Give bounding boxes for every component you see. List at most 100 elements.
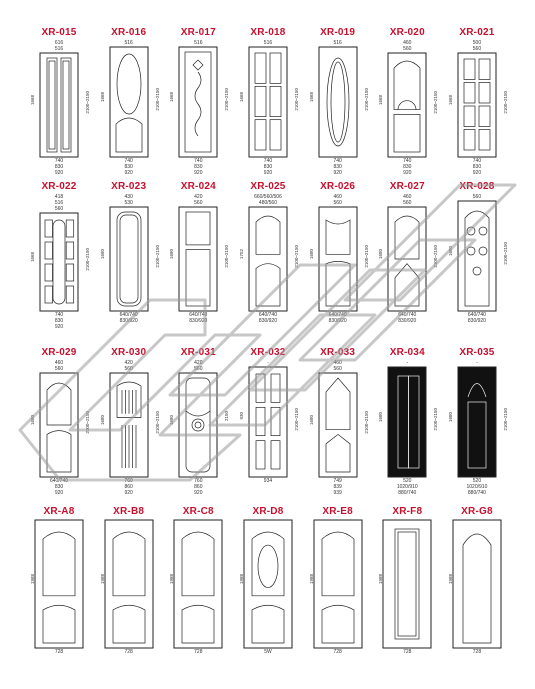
right-height-dimension: 2100~2150	[85, 411, 90, 434]
left-height-dimension: 1680	[308, 249, 314, 260]
left-height-dimension: 1680	[447, 412, 453, 423]
left-height-dimension: 1988	[169, 574, 175, 585]
door-drawing-icon	[457, 366, 497, 478]
bottom-dimension-label: 740	[403, 158, 412, 164]
bottom-dimension-label: 830/920	[467, 318, 486, 324]
top-dimension-label: 516	[124, 40, 133, 46]
bottom-dimension-label: 728	[403, 649, 412, 655]
left-height-dimension: 1680	[447, 246, 453, 257]
door-drawing-icon	[109, 372, 149, 478]
bottom-dimension-label: 830	[124, 164, 133, 170]
right-height-dimension: 2100~2150	[85, 248, 90, 271]
bottom-dimension-label: 830/920	[328, 318, 347, 324]
model-code: XR-028	[459, 181, 495, 192]
door-drawing-icon	[318, 372, 358, 478]
left-height-dimension: 1988	[99, 574, 105, 585]
bottom-dimension-label: 830	[194, 164, 203, 170]
left-height-dimension: 1680	[378, 249, 384, 260]
left-height-dimension: 1680	[378, 412, 384, 423]
left-height-dimension: 1680	[308, 415, 314, 426]
model-code: XR-019	[320, 27, 356, 38]
door-drawing-icon	[248, 206, 288, 312]
bottom-dimension-label: 860	[194, 484, 203, 490]
left-height-dimension: 1988	[308, 574, 314, 585]
right-height-dimension: 2100~2150	[154, 88, 160, 111]
door-drawing-icon	[313, 519, 363, 649]
model-code: XR-A8	[43, 506, 75, 517]
left-height-dimension: 1752	[238, 249, 244, 260]
bottom-dimension-label: 728	[54, 649, 64, 655]
right-height-dimension: 2100~2150	[363, 245, 369, 268]
door-drawing-icon	[457, 52, 497, 158]
left-height-dimension: 1988	[378, 574, 384, 585]
bottom-dimension-label: 728	[472, 649, 482, 655]
bottom-dimension-label: 920	[403, 170, 412, 176]
right-height-dimension: 2100~2150	[154, 245, 160, 268]
top-dimension-label: 430	[124, 194, 133, 200]
top-dimension-label: 420	[194, 194, 203, 200]
door-drawing-icon	[34, 519, 84, 649]
top-dimension-label: 560	[54, 206, 64, 212]
top-dimension-label: 500	[472, 40, 482, 46]
top-dimensions: 516	[307, 40, 369, 46]
door-drawing-icon	[109, 206, 149, 312]
bottom-dimension-label: 1020/910	[396, 484, 418, 490]
model-code: XR-020	[389, 27, 425, 38]
door-drawing-icon	[243, 519, 293, 649]
bottom-dimension-label: 5W	[264, 649, 272, 655]
left-height-dimension: 1668	[447, 95, 453, 106]
left-height-dimension: 1988	[238, 574, 244, 585]
bottom-dimensions: 5W	[237, 649, 299, 655]
top-dimension-label: 460	[403, 40, 412, 46]
right-height-dimension: 2100~2150	[502, 91, 508, 114]
bottom-dimension-label: 740	[263, 158, 273, 164]
bottom-dimension-label: 939	[333, 490, 342, 496]
bottom-dimension-label: 830	[333, 164, 342, 170]
model-code: XR-016	[111, 27, 147, 38]
right-height-dimension: 2100~2150	[293, 88, 299, 111]
top-dimension-label: 616	[54, 40, 64, 46]
right-height-dimension: 2100~2150	[224, 88, 230, 111]
bottom-dimension-label: 830	[54, 164, 64, 170]
bottom-dimension-label: 830	[263, 164, 273, 170]
model-code: XR-025	[250, 181, 286, 192]
door-drawing-icon	[387, 206, 427, 312]
right-height-dimension: 2100~2150	[502, 242, 508, 265]
bottom-dimension-label: 728	[333, 649, 342, 655]
bottom-dimensions: 728	[167, 649, 229, 655]
bottom-dimension-label: 934	[263, 478, 273, 484]
left-height-dimension: 1988	[30, 574, 35, 585]
top-dimensions: 516	[167, 40, 229, 46]
bottom-dimension-label: 920	[194, 490, 203, 496]
left-height-dimension: 930	[238, 412, 244, 420]
bottom-dimension-label: 740	[54, 158, 64, 164]
bottom-dimension-label: 920	[333, 170, 342, 176]
